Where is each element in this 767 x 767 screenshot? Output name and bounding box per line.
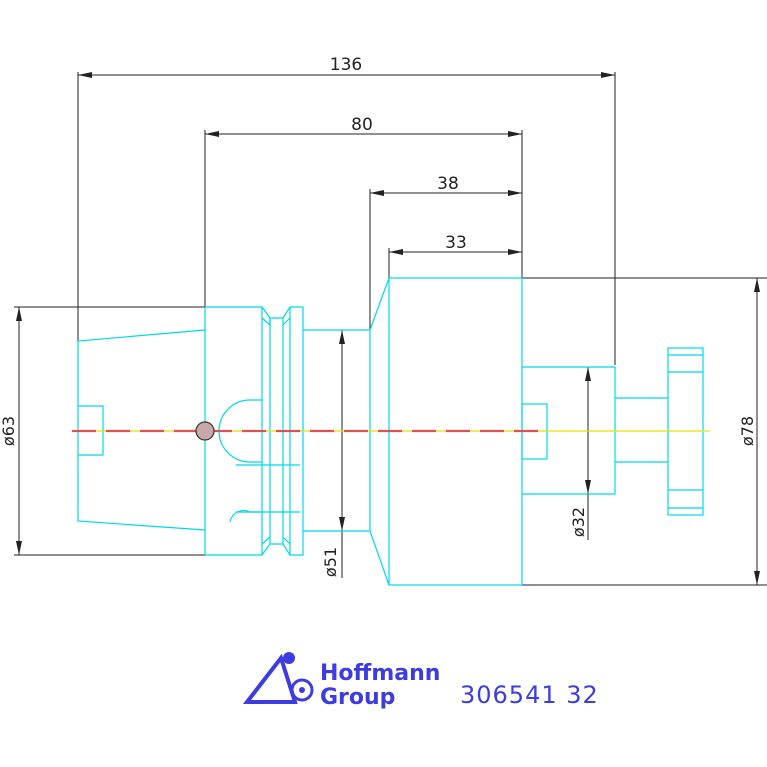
neck-chamfer <box>369 277 390 331</box>
dimension-136: 136 <box>77 55 616 430</box>
center-line <box>72 421 710 441</box>
dim-label-136: 136 <box>330 55 362 75</box>
dimension-80: 80 <box>204 115 523 307</box>
dimension-38: 38 <box>369 174 522 330</box>
hoffmann-logo: Hoffmann Group <box>242 652 440 710</box>
logo-line2: Group <box>320 685 395 710</box>
dimension-33: 33 <box>388 233 522 278</box>
dimension-dia-32: ø32 <box>522 366 615 540</box>
reference-point-icon <box>195 421 215 441</box>
taper-shank <box>77 329 206 430</box>
part-number: 306541 32 <box>460 681 599 709</box>
dimension-dia-63: ø63 <box>0 306 205 556</box>
dim-label-dia-63: ø63 <box>0 416 18 446</box>
logo-triangle-icon <box>242 653 298 704</box>
flange-body <box>205 306 310 331</box>
dim-label-38: 38 <box>437 174 459 194</box>
dim-label-dia-78: ø78 <box>738 416 757 446</box>
dimension-dia-78: ø78 <box>522 277 767 586</box>
logo-line1: Hoffmann <box>320 661 440 686</box>
dim-label-dia-51: ø51 <box>321 547 340 577</box>
dim-label-80: 80 <box>351 115 373 135</box>
dim-label-33: 33 <box>445 233 467 253</box>
dim-label-dia-32: ø32 <box>569 507 588 537</box>
dimension-dia-51: ø51 <box>310 329 370 578</box>
logo-gear-icon <box>290 678 314 702</box>
